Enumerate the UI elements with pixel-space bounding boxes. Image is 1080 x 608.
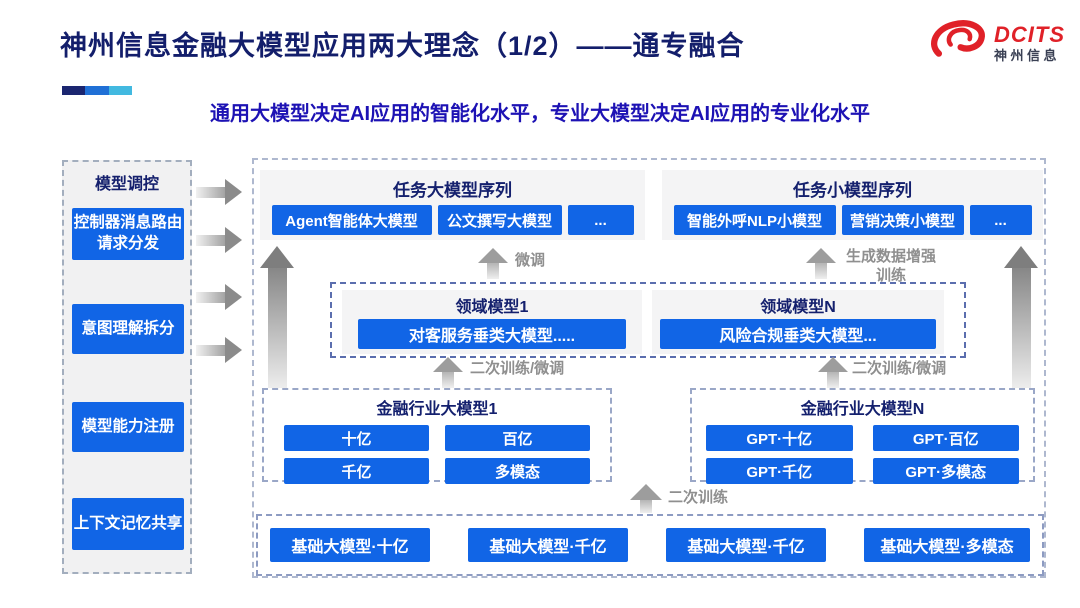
arrow-label-retrain: 二次训练 <box>668 489 729 506</box>
model-chip-gpt-hundred-billion: GPT·千亿 <box>706 458 853 484</box>
logo-company-text: 神州信息 <box>994 47 1061 63</box>
sidebar-item-intent-parsing: 意图理解拆分 <box>72 304 184 354</box>
domain-model-1-title: 领域模型1 <box>455 299 529 316</box>
up-arrow-icon <box>806 248 836 279</box>
sidebar-item-capability-registry: 模型能力注册 <box>72 402 184 452</box>
task-large-models-title: 任务大模型序列 <box>393 181 512 200</box>
model-chip-gpt-ten-billion: GPT·百亿 <box>872 425 1019 451</box>
model-control-title: 模型调控 <box>94 176 159 193</box>
accent-segment-navy <box>62 86 85 95</box>
arrow-label-retrain-finetune: 二次训练/微调 <box>470 360 565 377</box>
model-chip-marketing-decision: 营销决策小模型 <box>841 205 964 235</box>
domain-model-1-panel: 领域模型1 对客服务垂类大模型..... <box>342 290 642 354</box>
model-chip-multimodal: 多模态 <box>445 458 590 484</box>
base-model-chip-hundred-billion-2: 基础大模型·千亿 <box>666 528 826 562</box>
diagram-frame <box>252 158 1046 578</box>
up-arrow-icon <box>1004 246 1038 392</box>
model-chip-billion: 十亿 <box>284 425 429 451</box>
task-small-models-title: 任务小模型序列 <box>793 181 912 200</box>
domain-model-n-panel: 领域模型N 风险合规垂类大模型... <box>652 290 944 354</box>
task-small-models-group: 任务小模型序列 智能外呼NLP小模型 营销决策小模型 ... <box>662 170 1043 240</box>
base-model-chip-billion: 基础大模型·十亿 <box>270 528 430 562</box>
sidebar-item-message-routing: 控制器消息路由请求分发 <box>72 208 184 260</box>
right-arrow-icon <box>196 284 242 310</box>
right-arrow-icon <box>196 337 242 363</box>
base-model-chip-hundred-billion: 基础大模型·千亿 <box>468 528 628 562</box>
model-chip-customer-service: 对客服务垂类大模型..... <box>358 319 626 349</box>
accent-segment-cyan <box>109 86 132 95</box>
model-chip-gpt-billion: GPT·十亿 <box>706 425 853 451</box>
industry-model-n-box: 金融行业大模型N GPT·十亿 GPT·百亿 GPT·千亿 GPT·多模态 <box>690 388 1035 484</box>
accent-bar <box>62 86 132 95</box>
industry-model-1-box: 金融行业大模型1 十亿 百亿 千亿 多模态 <box>262 388 612 484</box>
slide-subtitle: 通用大模型决定AI应用的智能化水平，专业大模型决定AI应用的专业化水平 <box>210 103 870 125</box>
task-large-models-group: 任务大模型序列 Agent智能体大模型 公文撰写大模型 ... <box>260 170 645 240</box>
industry-model-1-title: 金融行业大模型1 <box>376 401 498 418</box>
model-chip-gpt-multimodal: GPT·多模态 <box>872 458 1019 484</box>
logo-brand-text: DCITS <box>994 21 1065 47</box>
arrow-label-retrain-finetune: 二次训练/微调 <box>852 360 947 377</box>
accent-segment-blue <box>85 86 109 95</box>
model-control-panel: 模型调控 控制器消息路由请求分发 意图理解拆分 模型能力注册 上下文记忆共享 <box>62 160 192 574</box>
right-arrow-icon <box>196 179 242 205</box>
model-chip-agent: Agent智能体大模型 <box>271 205 432 235</box>
sidebar-item-context-sharing: 上下文记忆共享 <box>72 498 184 550</box>
dcits-swirl-icon <box>928 16 986 69</box>
up-arrow-icon <box>260 246 294 392</box>
model-chip-more: ... <box>969 205 1032 235</box>
base-models-container: 基础大模型·十亿 基础大模型·千亿 基础大模型·千亿 基础大模型·多模态 <box>256 514 1044 576</box>
domain-model-n-title: 领域模型N <box>760 299 836 316</box>
base-model-chip-multimodal: 基础大模型·多模态 <box>864 528 1030 562</box>
up-arrow-icon <box>818 357 848 388</box>
up-arrow-icon <box>478 248 508 279</box>
arrow-label-augment-training: 生成数据增强训练 <box>845 248 936 284</box>
model-chip-hundred-billion: 千亿 <box>284 458 429 484</box>
up-arrow-icon <box>433 357 463 388</box>
arrow-label-finetune: 微调 <box>515 252 546 269</box>
model-chip-more: ... <box>567 205 634 235</box>
model-chip-ten-billion: 百亿 <box>445 425 590 451</box>
model-chip-outbound-nlp: 智能外呼NLP小模型 <box>673 205 836 235</box>
model-chip-document-writing: 公文撰写大模型 <box>437 205 562 235</box>
industry-model-n-title: 金融行业大模型N <box>800 401 925 418</box>
model-chip-risk-compliance: 风险合规垂类大模型... <box>660 319 936 349</box>
page-title: 神州信息金融大模型应用两大理念（1/2）——通专融合 <box>60 31 745 61</box>
domain-models-container: 领域模型1 对客服务垂类大模型..... 领域模型N 风险合规垂类大模型... <box>330 282 966 358</box>
right-arrow-icon <box>196 227 242 253</box>
up-arrow-icon <box>630 484 662 513</box>
dcits-logo: DCITS 神州信息 <box>928 16 1065 69</box>
